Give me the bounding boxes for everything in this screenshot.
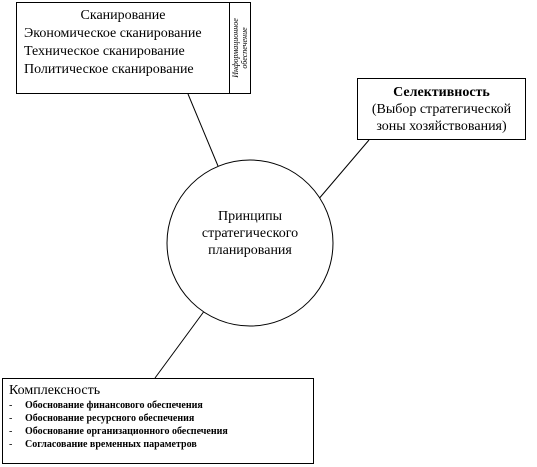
scanning-item-economic: Экономическое сканирование: [24, 26, 202, 41]
complexity-item-text: Обоснование ресурсного обеспечения: [25, 413, 195, 424]
selectivity-subtitle-2: зоны хозяйствования): [376, 119, 507, 134]
connector-selectivity: [316, 139, 370, 202]
complexity-title: Комплексность: [9, 383, 101, 398]
complexity-item: - Обоснование организационного обеспечени…: [3, 425, 313, 438]
scanning-item-technical: Техническое сканирование: [24, 44, 185, 59]
center-line-2: стратегического: [201, 226, 299, 241]
center-line-3: планирования: [208, 243, 292, 258]
info-support-box: Информационное обеспечение: [229, 2, 251, 94]
dash-bullet: -: [9, 439, 13, 450]
complexity-item-text: Обоснование финансового обеспечения: [25, 400, 203, 411]
dash-bullet: -: [9, 400, 13, 411]
info-support-label: Информационное обеспечение: [231, 18, 249, 78]
center-circle: [166, 159, 334, 327]
complexity-item-text: Согласование временных параметров: [25, 439, 197, 450]
dash-bullet: -: [9, 413, 13, 424]
scanning-title: Сканирование: [80, 8, 166, 23]
complexity-item: - Обоснование ресурсного обеспечения: [3, 412, 313, 425]
scanning-box: Сканирование Экономическое сканирование …: [16, 2, 229, 94]
complexity-item-text: Обоснование организационного обеспечения: [25, 426, 228, 437]
selectivity-subtitle-1: (Выбор стратегической: [371, 102, 512, 117]
complexity-box: Комплексность - Обоснование финансового о…: [2, 378, 314, 464]
scanning-item-political: Политическое сканирование: [24, 62, 194, 77]
selectivity-box: Селективность (Выбор стратегической зоны…: [357, 78, 526, 140]
center-line-1: Принципы: [218, 209, 282, 224]
selectivity-title: Селективность: [393, 85, 490, 100]
complexity-item: - Согласование временных параметров: [3, 438, 313, 451]
complexity-item: - Обоснование финансового обеспечения: [3, 399, 313, 412]
center-label: Принципы стратегического планирования: [165, 208, 335, 259]
dash-bullet: -: [9, 426, 13, 437]
connector-scanning: [187, 93, 219, 167]
connector-complexity: [154, 309, 206, 379]
